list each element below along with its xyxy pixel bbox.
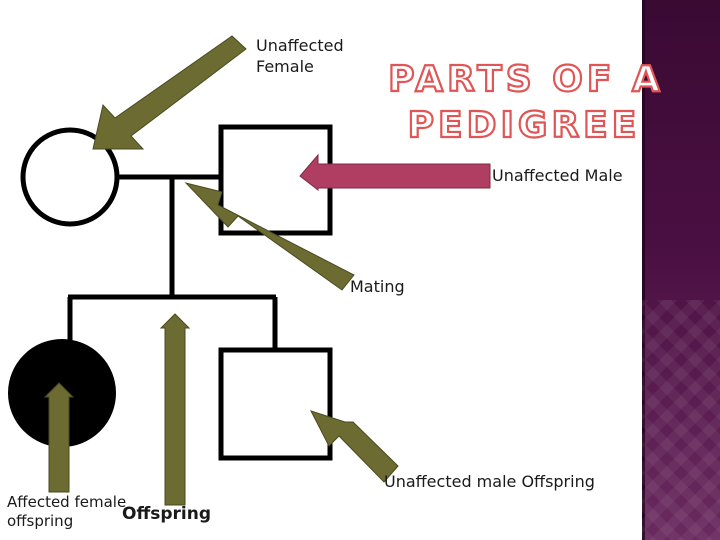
label-unaffected-female: Unaffected Female bbox=[256, 36, 344, 76]
arrow-mating bbox=[184, 182, 355, 291]
arrow-unaffected-male bbox=[299, 153, 491, 192]
arrow-affected-female-offspring bbox=[43, 382, 75, 493]
unaffected-female-symbol bbox=[20, 127, 120, 227]
title-line-2: PEDIGREE bbox=[408, 105, 641, 146]
title-line-1: PARTS OF A bbox=[388, 59, 664, 100]
slide-title: PARTS OF A PEDIGREE bbox=[387, 58, 664, 147]
label-arrows bbox=[43, 35, 491, 506]
arrow-offspring bbox=[159, 313, 191, 506]
arrow-unaffected-female bbox=[92, 35, 247, 150]
pedigree-lines bbox=[67, 174, 278, 350]
unaffected-male-offspring-symbol bbox=[218, 347, 333, 461]
label-offspring: Offspring bbox=[122, 504, 211, 524]
label-unaffected-male-offspring: Unaffected male Offspring bbox=[384, 472, 595, 491]
arrow-unaffected-male-offspring bbox=[310, 410, 399, 483]
label-unaffected-male: Unaffected Male bbox=[492, 166, 623, 185]
label-affected-female-offspring: Affected female offspring bbox=[7, 493, 127, 530]
label-mating: Mating bbox=[350, 277, 405, 296]
decorative-side-panel bbox=[642, 0, 720, 540]
